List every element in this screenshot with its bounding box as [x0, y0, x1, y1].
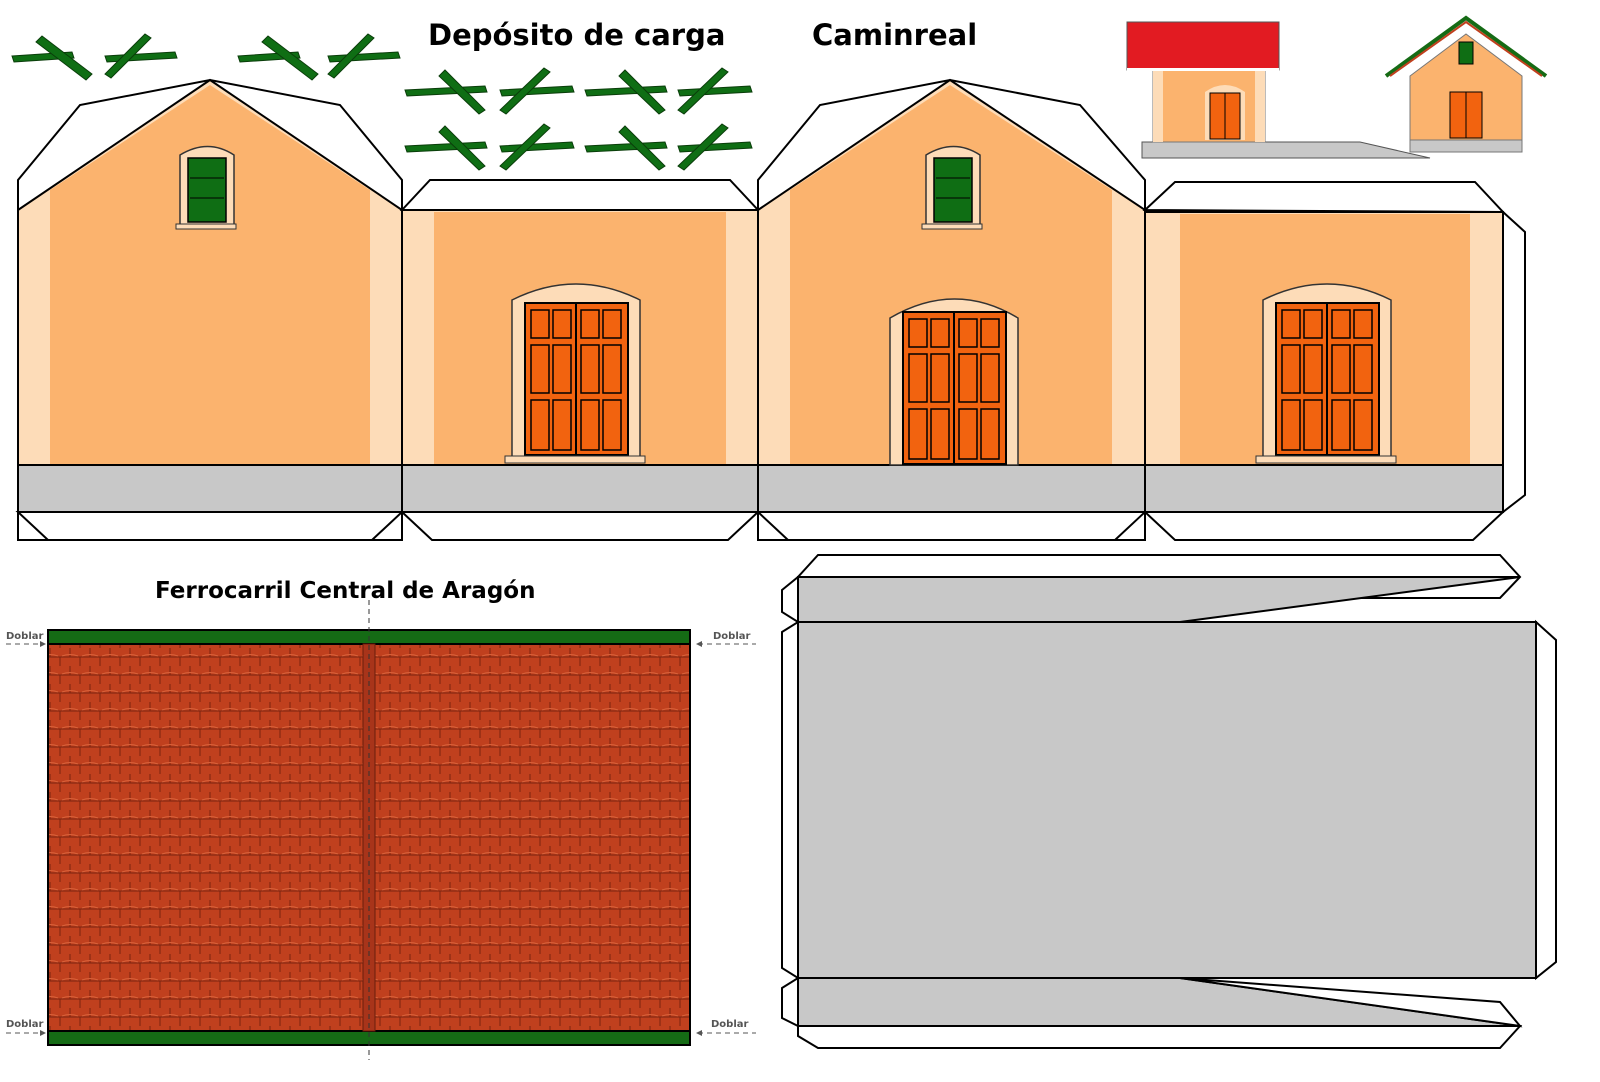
- fold-arrows: [40, 641, 702, 1036]
- door-icon: [889, 298, 1019, 466]
- fold-label-bottom-right: Doblar: [711, 1019, 749, 1030]
- window-icon: [921, 145, 983, 230]
- bracket-piece-icon: [404, 125, 488, 171]
- building-title: Depósito de carga: [428, 18, 726, 52]
- side-wall-2: [1142, 181, 1526, 541]
- bracket-piece-icon: [677, 123, 753, 171]
- bracket-piece-icon: [499, 67, 575, 115]
- preview-side-view: [1126, 21, 1431, 159]
- door-icon: [504, 283, 646, 464]
- side-wall-1: [399, 179, 761, 541]
- fold-label-bottom-left: Doblar: [6, 1019, 44, 1030]
- bracket-piece-icon: [584, 125, 668, 171]
- fold-label-top-right: Doblar: [713, 631, 751, 642]
- door-icon: [1255, 283, 1397, 464]
- preview-front-view: [1384, 15, 1548, 153]
- bracket-piece-icon: [499, 123, 575, 171]
- fold-markers: [6, 643, 756, 1034]
- gable-wall-left: [15, 78, 405, 541]
- place-title: Caminreal: [812, 18, 978, 52]
- gable-wall-right: [755, 78, 1148, 541]
- bracket-piece-icon: [404, 69, 488, 115]
- roof-panel: [6, 600, 756, 1060]
- bracket-piece-icon: [584, 69, 668, 115]
- bracket-piece-icon: [11, 35, 93, 81]
- railway-title: Ferrocarril Central de Aragón: [155, 578, 536, 604]
- wall-strip: [15, 78, 1526, 541]
- bracket-piece-icon: [104, 33, 178, 79]
- fold-label-top-left: Doblar: [6, 631, 44, 642]
- base-piece: [781, 554, 1557, 1049]
- bracket-pieces: [11, 33, 753, 171]
- window-icon: [175, 145, 237, 230]
- bracket-piece-icon: [677, 67, 753, 115]
- bracket-piece-icon: [237, 35, 319, 81]
- bracket-piece-icon: [327, 33, 401, 79]
